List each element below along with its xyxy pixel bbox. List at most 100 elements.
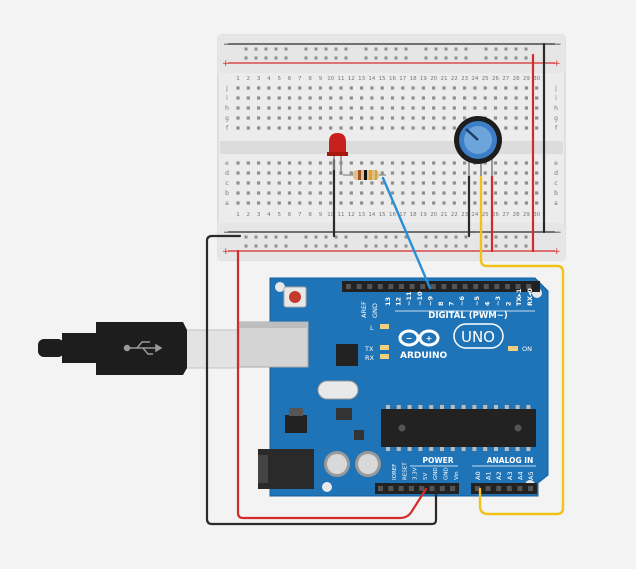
breadboard-hole[interactable] bbox=[339, 191, 343, 195]
breadboard-hole[interactable] bbox=[308, 181, 312, 185]
rail-hole[interactable] bbox=[254, 56, 258, 60]
breadboard-hole[interactable] bbox=[535, 201, 539, 205]
rail-hole[interactable] bbox=[404, 56, 408, 60]
rail-hole[interactable] bbox=[504, 47, 508, 51]
rail-hole[interactable] bbox=[394, 47, 398, 51]
rail-hole[interactable] bbox=[284, 56, 288, 60]
rail-hole[interactable] bbox=[254, 47, 258, 51]
header-pin[interactable] bbox=[398, 486, 404, 491]
breadboard-hole[interactable] bbox=[318, 181, 322, 185]
breadboard-hole[interactable] bbox=[390, 181, 395, 185]
rail-hole[interactable] bbox=[434, 56, 438, 60]
breadboard-hole[interactable] bbox=[452, 126, 456, 130]
rail-hole[interactable] bbox=[424, 56, 428, 60]
header-pin[interactable] bbox=[439, 486, 445, 491]
rail-hole[interactable] bbox=[514, 235, 518, 239]
breadboard-hole[interactable] bbox=[411, 116, 415, 120]
breadboard-hole[interactable] bbox=[473, 86, 477, 90]
rail-hole[interactable] bbox=[524, 47, 528, 51]
breadboard-hole[interactable] bbox=[463, 191, 467, 195]
breadboard-hole[interactable] bbox=[442, 191, 446, 195]
breadboard-hole[interactable] bbox=[411, 161, 415, 165]
rail-hole[interactable] bbox=[244, 47, 248, 51]
breadboard-hole[interactable] bbox=[349, 191, 353, 195]
breadboard-hole[interactable] bbox=[401, 161, 405, 165]
breadboard-hole[interactable] bbox=[432, 181, 436, 185]
breadboard-hole[interactable] bbox=[298, 96, 302, 100]
breadboard-hole[interactable] bbox=[380, 181, 384, 185]
breadboard-hole[interactable] bbox=[277, 96, 281, 100]
header-pin[interactable] bbox=[441, 284, 447, 289]
power-header[interactable] bbox=[375, 483, 459, 494]
breadboard-hole[interactable] bbox=[329, 86, 333, 90]
rail-hole[interactable] bbox=[524, 235, 528, 239]
breadboard-hole[interactable] bbox=[308, 161, 312, 165]
rail-hole[interactable] bbox=[364, 56, 368, 60]
breadboard-hole[interactable] bbox=[277, 116, 281, 120]
breadboard-hole[interactable] bbox=[401, 86, 405, 90]
breadboard-hole[interactable] bbox=[390, 106, 395, 110]
breadboard-hole[interactable] bbox=[535, 171, 539, 175]
breadboard-hole[interactable] bbox=[360, 96, 364, 100]
breadboard-hole[interactable] bbox=[504, 161, 508, 165]
breadboard-hole[interactable] bbox=[401, 201, 405, 205]
reset-button[interactable] bbox=[283, 286, 307, 308]
breadboard-hole[interactable] bbox=[390, 161, 395, 165]
rail-hole[interactable] bbox=[344, 235, 348, 239]
breadboard-hole[interactable] bbox=[463, 96, 467, 100]
breadboard-hole[interactable] bbox=[421, 201, 425, 205]
rail-hole[interactable] bbox=[394, 244, 398, 248]
breadboard-hole[interactable] bbox=[257, 161, 261, 165]
breadboard-hole[interactable] bbox=[257, 106, 261, 110]
header-pin[interactable] bbox=[450, 486, 456, 491]
breadboard-hole[interactable] bbox=[411, 126, 415, 130]
breadboard-hole[interactable] bbox=[246, 161, 250, 165]
breadboard-hole[interactable] bbox=[421, 191, 425, 195]
breadboard-hole[interactable] bbox=[257, 201, 261, 205]
breadboard-hole[interactable] bbox=[442, 126, 446, 130]
dc-power-jack[interactable] bbox=[258, 449, 314, 489]
rail-hole[interactable] bbox=[374, 244, 378, 248]
breadboard-hole[interactable] bbox=[535, 96, 539, 100]
rail-hole[interactable] bbox=[404, 235, 408, 239]
rail-hole[interactable] bbox=[324, 235, 328, 239]
header-pin[interactable] bbox=[388, 284, 394, 289]
rail-hole[interactable] bbox=[384, 56, 388, 60]
breadboard-hole[interactable] bbox=[370, 106, 374, 110]
breadboard-hole[interactable] bbox=[308, 171, 312, 175]
breadboard-hole[interactable] bbox=[349, 86, 353, 90]
breadboard-hole[interactable] bbox=[277, 201, 281, 205]
rail-hole[interactable] bbox=[484, 244, 488, 248]
rail-hole[interactable] bbox=[334, 235, 338, 239]
header-pin[interactable] bbox=[346, 284, 351, 289]
rail-hole[interactable] bbox=[364, 244, 368, 248]
breadboard-hole[interactable] bbox=[504, 171, 508, 175]
rail-hole[interactable] bbox=[394, 235, 398, 239]
breadboard-hole[interactable] bbox=[421, 181, 425, 185]
breadboard-hole[interactable] bbox=[360, 191, 364, 195]
breadboard-hole[interactable] bbox=[514, 106, 518, 110]
breadboard-hole[interactable] bbox=[287, 126, 292, 130]
breadboard-hole[interactable] bbox=[298, 161, 302, 165]
breadboard-hole[interactable] bbox=[246, 181, 250, 185]
rail-hole[interactable] bbox=[454, 244, 458, 248]
breadboard-hole[interactable] bbox=[493, 96, 498, 100]
breadboard-hole[interactable] bbox=[514, 191, 518, 195]
breadboard-hole[interactable] bbox=[421, 96, 425, 100]
rail-hole[interactable] bbox=[344, 244, 348, 248]
rail-hole[interactable] bbox=[284, 47, 288, 51]
breadboard-hole[interactable] bbox=[452, 116, 456, 120]
breadboard-hole[interactable] bbox=[504, 191, 508, 195]
breadboard-hole[interactable] bbox=[287, 171, 292, 175]
rail-hole[interactable] bbox=[394, 56, 398, 60]
breadboard-hole[interactable] bbox=[452, 171, 456, 175]
wire-black-gnd[interactable] bbox=[205, 234, 438, 526]
wire-red-5v[interactable] bbox=[236, 249, 428, 520]
breadboard-hole[interactable] bbox=[277, 181, 281, 185]
breadboard-hole[interactable] bbox=[493, 201, 498, 205]
breadboard-hole[interactable] bbox=[277, 86, 281, 90]
breadboard-hole[interactable] bbox=[380, 161, 384, 165]
breadboard-hole[interactable] bbox=[421, 126, 425, 130]
breadboard-hole[interactable] bbox=[380, 126, 384, 130]
breadboard-hole[interactable] bbox=[349, 126, 353, 130]
